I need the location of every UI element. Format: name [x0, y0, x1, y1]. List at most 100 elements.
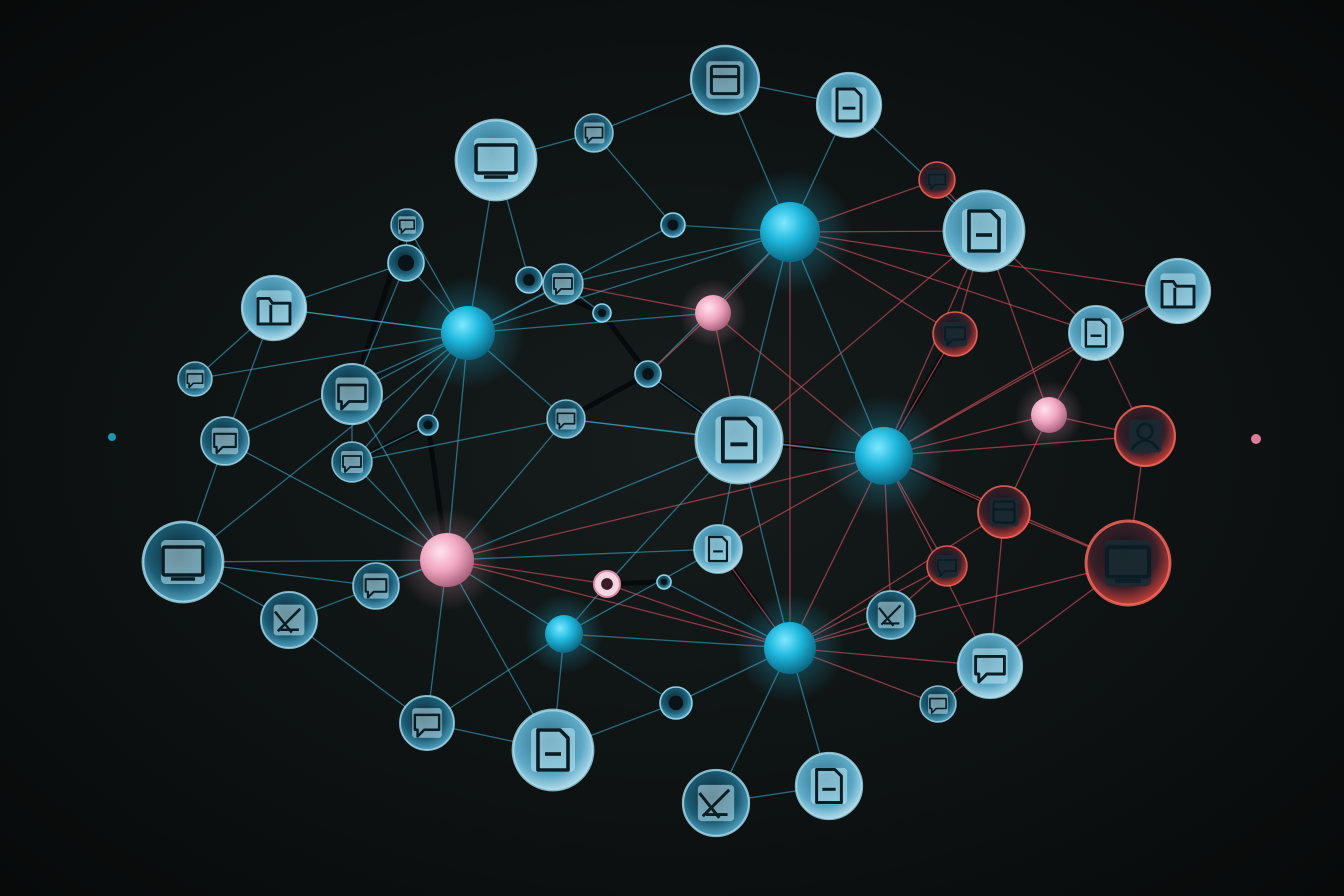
node-small	[387, 244, 425, 282]
node-icon	[546, 399, 586, 439]
nodes-layer	[108, 44, 1261, 838]
node-pink	[695, 295, 731, 331]
node-icon-light	[454, 118, 538, 202]
node-icon	[681, 768, 751, 838]
network-edge	[593, 132, 674, 226]
node-red	[1113, 404, 1177, 468]
node-hub	[441, 306, 495, 360]
node-red	[977, 485, 1031, 539]
chat-icon	[399, 219, 415, 234]
node-icon-light	[794, 751, 864, 821]
folder-icon	[256, 296, 292, 326]
node-red	[932, 311, 978, 357]
node-small	[656, 574, 672, 590]
small-core	[397, 254, 415, 272]
chat-icon	[929, 697, 947, 714]
node-icon-light	[1144, 257, 1212, 325]
node-icon	[141, 520, 225, 604]
icon-plate	[531, 728, 575, 772]
chat-icon	[413, 713, 441, 738]
chat-icon	[364, 578, 388, 599]
box-icon	[709, 64, 741, 96]
node-icon-light	[942, 189, 1026, 273]
network-edge	[351, 418, 567, 463]
chat-icon	[342, 455, 362, 473]
document-icon	[536, 728, 570, 772]
monitor-icon	[161, 545, 205, 581]
tiny-dot	[108, 433, 116, 441]
icon-plate	[810, 767, 848, 805]
small-core	[660, 578, 668, 586]
small-core	[423, 420, 433, 430]
monitor-icon	[1105, 545, 1151, 583]
chat-icon	[944, 326, 966, 346]
icon-plate	[1104, 539, 1152, 587]
chat-icon	[556, 412, 576, 430]
chat-icon	[937, 559, 957, 577]
chat-icon	[928, 173, 946, 190]
node-dot	[108, 433, 116, 441]
node-red	[918, 161, 956, 199]
node-red	[1084, 519, 1172, 607]
node-icon	[689, 44, 761, 116]
node-icon-light	[694, 395, 784, 485]
icon-plate	[474, 138, 518, 182]
node-icon	[574, 113, 614, 153]
monitor-icon	[474, 143, 518, 179]
icon-plate	[1160, 273, 1196, 309]
node-small	[659, 686, 693, 720]
pink-sphere	[1031, 397, 1067, 433]
network-edge	[738, 230, 985, 441]
user-icon	[1130, 422, 1160, 451]
node-icon	[320, 362, 384, 426]
node-small	[417, 414, 439, 436]
tag-icon	[274, 607, 302, 634]
node-icon	[919, 685, 957, 723]
small-core	[523, 274, 535, 286]
chat-icon	[186, 373, 204, 389]
hub-sphere	[764, 622, 816, 674]
node-icon-light	[815, 71, 883, 139]
node-hub	[760, 202, 820, 262]
document-icon	[815, 768, 843, 804]
icon-plate	[256, 290, 292, 326]
node-icon-light	[240, 274, 308, 342]
node-pinkdot-tiny	[1251, 434, 1261, 444]
tag-icon	[878, 604, 902, 627]
node-small	[634, 360, 662, 388]
node-icon	[200, 416, 250, 466]
folder-icon	[1160, 279, 1196, 309]
icon-plate	[161, 540, 205, 584]
small-core	[668, 695, 684, 711]
small-core	[642, 368, 654, 380]
small-core	[667, 219, 679, 231]
document-icon	[707, 535, 729, 563]
icon-plate	[1081, 318, 1111, 348]
chat-icon	[553, 277, 573, 295]
pink-dot-core	[601, 578, 613, 590]
node-small	[592, 303, 612, 323]
node-icon-light	[956, 632, 1024, 700]
node-hub	[855, 427, 913, 485]
hub-sphere	[545, 615, 583, 653]
pink-sphere	[695, 295, 731, 331]
node-small	[515, 266, 543, 294]
icon-plate	[715, 416, 763, 464]
node-icon	[390, 208, 424, 242]
chat-icon	[337, 383, 367, 411]
node-icon-light	[1068, 305, 1124, 361]
node-small	[660, 212, 686, 238]
document-icon	[720, 416, 758, 464]
node-icon	[260, 591, 318, 649]
chat-icon	[584, 126, 604, 144]
tiny-dot	[1251, 434, 1261, 444]
node-icon-light	[511, 708, 595, 792]
node-pinkdot	[593, 570, 621, 598]
pink-sphere	[420, 533, 474, 587]
node-red	[926, 545, 968, 587]
document-icon	[835, 87, 863, 123]
node-icon	[331, 441, 373, 483]
chat-icon	[974, 654, 1006, 684]
